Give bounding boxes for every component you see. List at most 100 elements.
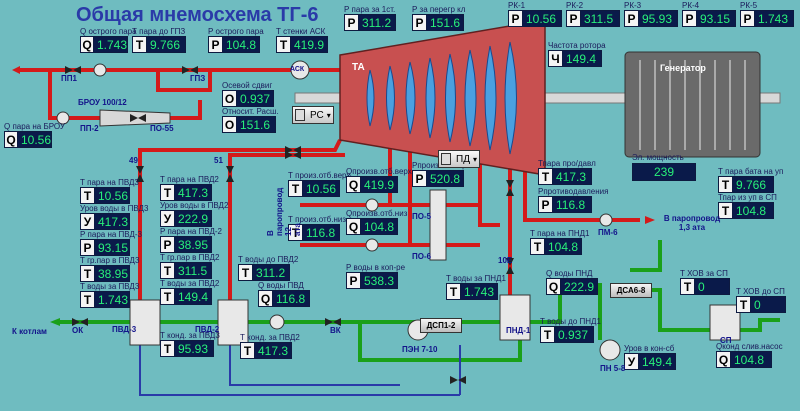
t-gr-pvd2-prefix: Т — [161, 263, 175, 278]
t-vody-do-pvd2-label: Т воды до ПВД2 — [238, 255, 299, 264]
generator-fins — [639, 60, 746, 150]
pvd3-label: ПВД-3 — [112, 325, 137, 334]
p-za-pereg-prefix: Р — [413, 15, 427, 30]
t-vody-do-pnd1-prefix: Т — [541, 327, 555, 342]
sp-heater — [709, 304, 741, 341]
pd-control-button[interactable]: ПД ▾ — [438, 150, 480, 168]
t-proiz-niz-prefix: Т — [289, 225, 303, 240]
to-steam-13-label: В паропровод 1,3 ата — [663, 214, 721, 232]
t-iz-up-sp-prefix: Т — [719, 203, 733, 218]
t-vody-za-pvd2-value: 149.4 — [178, 289, 209, 304]
t-vody-do-pvd2-prefix: Т — [239, 265, 253, 280]
t-vody-za-pvd3-value: 1.743 — [98, 292, 129, 307]
p-na-pvd3-label: Р пара на ПВД-3 — [80, 230, 142, 239]
control-icon — [441, 153, 451, 165]
chastota-label: Частота ротора — [548, 41, 606, 50]
q-vody-pnd-value: 222.9 — [564, 279, 595, 294]
po5-label: ПО-5 — [412, 212, 432, 221]
ur-pvd2-label: Уров воды в ПВД2 — [160, 201, 229, 210]
to-boilers-label: К котлам — [12, 327, 47, 336]
dsp-deaerator: ДСП1-2 — [420, 318, 462, 333]
p-prot-davl-prefix: Р — [539, 197, 553, 212]
pen-label: ПЭН 7-10 — [402, 345, 438, 354]
p-prot-davl-value: 116.8 — [556, 197, 586, 212]
q-na-brou-value: 10.56 — [20, 132, 51, 147]
brou-pipe — [48, 70, 100, 120]
rk4-value: 93.15 — [700, 11, 731, 26]
p-na-pvd2-value: 38.95 — [178, 237, 209, 252]
t-gr-pvd2-value: 311.5 — [178, 263, 208, 278]
t-vody-do-pnd1-label: Т воды до ПНД1 — [540, 317, 601, 326]
pn-label: ПН 5-8 — [600, 364, 626, 373]
t-vody-za-pnd1-value: 1.743 — [464, 284, 495, 299]
arrow-to-boilers — [50, 318, 60, 326]
ask-label: АСК — [290, 66, 305, 73]
q-vody-pvd-value: 116.8 — [276, 291, 306, 306]
po55-label: ПО-55 — [150, 124, 174, 133]
chastota-prefix: Ч — [549, 51, 563, 66]
extraction-pvd3-pipe — [138, 139, 342, 330]
pvd3-heater — [129, 299, 161, 346]
p-za-1st-prefix: Р — [345, 15, 359, 30]
po6-label: ПО-6 — [412, 252, 432, 261]
rs-control-button[interactable]: РС ▾ — [292, 106, 334, 124]
ur-pvd3-prefix: У — [81, 214, 95, 229]
t-na-pvd3-prefix: Т — [81, 188, 95, 203]
ur-kon-sb-value: 149.4 — [642, 354, 673, 369]
ask-valve — [290, 60, 310, 80]
rk3-value: 95.93 — [642, 11, 673, 26]
t-na-pvd2-label: Т пара на ПВД2 — [160, 175, 219, 184]
p-ostr-para-label: Р острого пара — [208, 27, 264, 36]
pm6-label: ПМ-6 — [598, 228, 618, 237]
